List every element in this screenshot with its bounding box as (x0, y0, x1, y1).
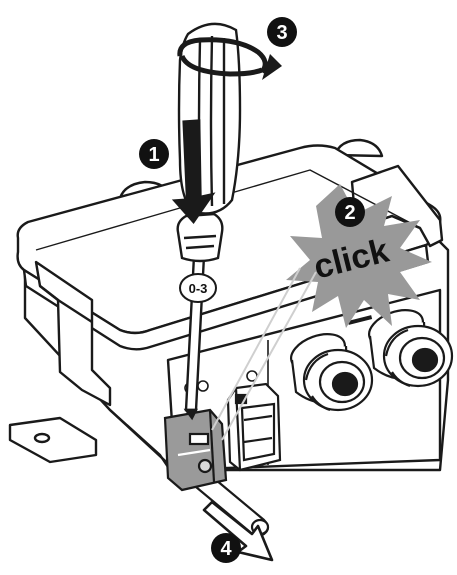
step-badge-3: 3 (267, 17, 297, 47)
terminal-block (226, 382, 282, 472)
left-mounting-tab (8, 416, 98, 464)
cable-gland-left (290, 333, 374, 412)
click-burst: click (211, 184, 432, 441)
torque-value: 0-3 (189, 281, 208, 296)
lid-hinge-right (333, 138, 384, 158)
svg-text:4: 4 (220, 538, 232, 560)
svg-text:2: 2 (344, 202, 355, 224)
mounting-hole (33, 432, 51, 444)
pull-arrow-icon (202, 500, 274, 562)
torque-label: 0-3 (179, 273, 217, 303)
svg-text:3: 3 (276, 22, 287, 44)
step-badge-4: 4 (211, 533, 241, 563)
step-badge-1: 1 (139, 139, 169, 169)
rotation-arrow-icon (177, 37, 282, 80)
cable-gland-right (368, 309, 454, 388)
press-down-arrow-icon (171, 119, 216, 225)
starburst-icon (286, 184, 432, 328)
step-badge-2: 2 (335, 197, 365, 227)
svg-text:1: 1 (148, 144, 159, 166)
